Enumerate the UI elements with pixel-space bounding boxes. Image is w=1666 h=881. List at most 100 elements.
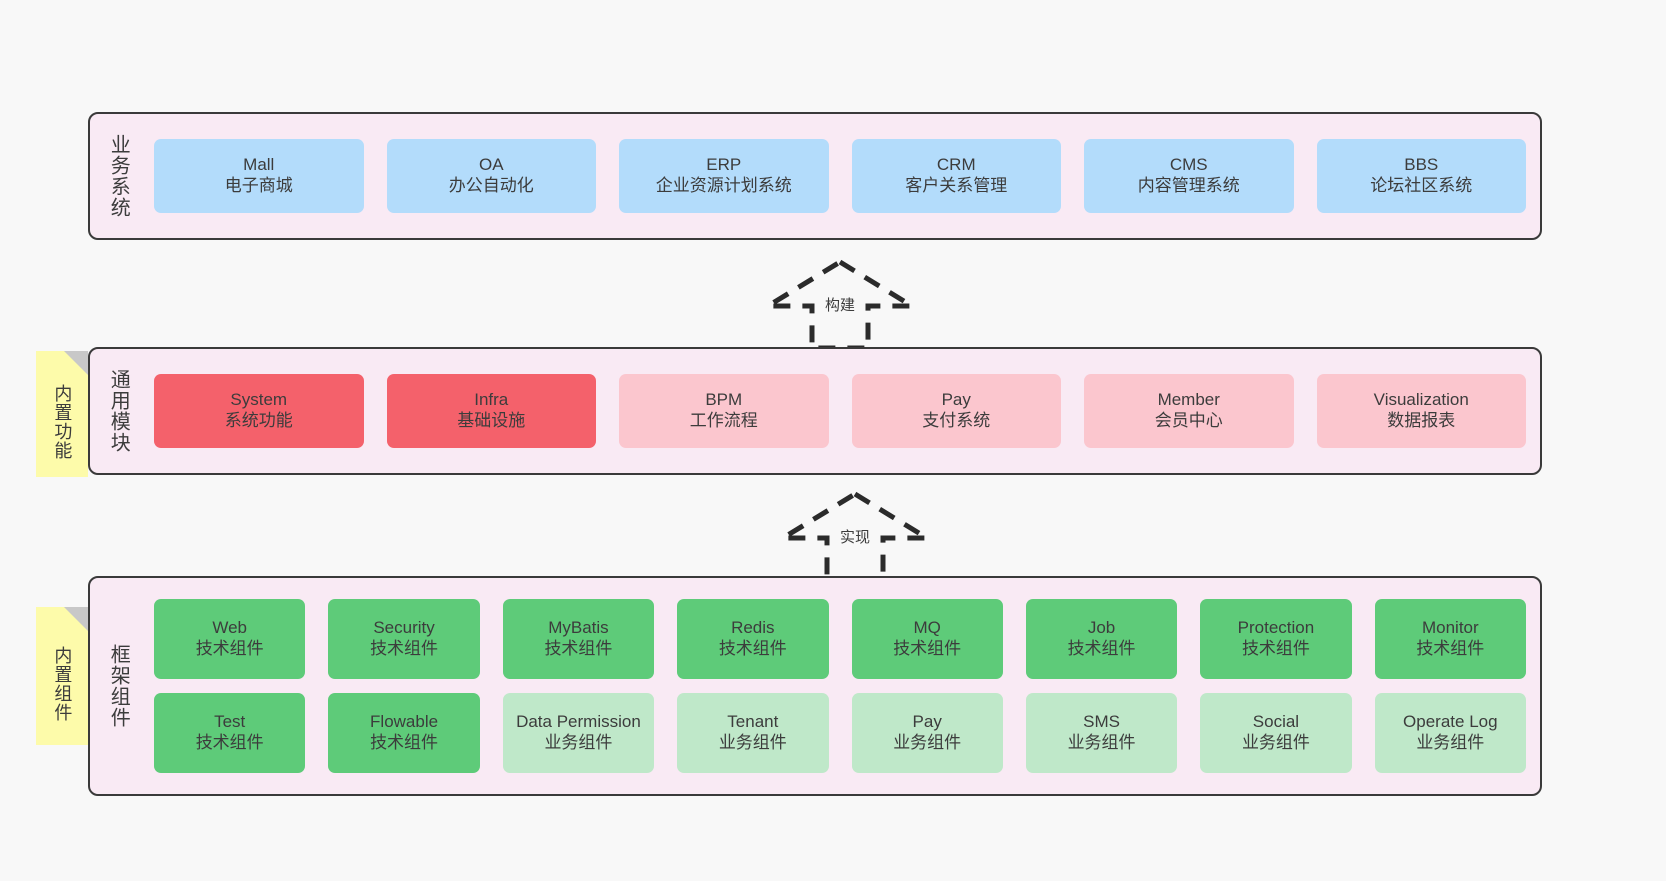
card-security-cn: 技术组件 (370, 639, 439, 658)
card-member-cn: 会员中心 (1154, 411, 1223, 430)
card-sms-en: SMS (1083, 712, 1120, 732)
card-visualization[interactable]: Visualization 数据报表 (1316, 374, 1526, 448)
card-pay-component-en: Pay (912, 712, 942, 732)
card-erp[interactable]: ERP 企业资源计划系统 (619, 139, 829, 213)
card-monitor[interactable]: Monitor 技术组件 (1374, 599, 1526, 679)
arrow-build-shape (759, 259, 921, 351)
card-redis-cn: 技术组件 (718, 639, 787, 658)
card-bbs[interactable]: BBS 论坛社区系统 (1316, 139, 1526, 213)
card-job-cn: 技术组件 (1067, 639, 1136, 658)
card-mybatis[interactable]: MyBatis 技术组件 (502, 599, 655, 679)
card-mq-en: MQ (913, 618, 941, 638)
card-crm-cn: 客户关系管理 (905, 176, 1008, 195)
layer-framework-component: 框架组件 Web 技术组件 Security 技术组件 MyBatis 技术组件… (88, 576, 1542, 796)
card-mall-cn: 电子商城 (224, 176, 293, 195)
card-pay-module-en: Pay (941, 390, 971, 410)
card-bpm[interactable]: BPM 工作流程 (619, 374, 829, 448)
sticky-note-builtin-components: 内置组件 (36, 607, 88, 745)
card-infra[interactable]: Infra 基础设施 (386, 374, 596, 448)
card-pay-module-cn: 支付系统 (922, 411, 991, 430)
card-mall[interactable]: Mall 电子商城 (154, 139, 364, 213)
card-sms-cn: 业务组件 (1067, 733, 1136, 752)
card-system-cn: 系统功能 (224, 411, 293, 430)
card-cms-en: CMS (1169, 155, 1208, 175)
framework-card-row-2: Test 技术组件 Flowable 技术组件 Data Permission … (154, 693, 1526, 773)
layer-body-business: Mall 电子商城 OA 办公自动化 ERP 企业资源计划系统 CRM 客户关系… (140, 114, 1540, 238)
card-security-en: Security (373, 618, 435, 638)
layer-body-framework: Web 技术组件 Security 技术组件 MyBatis 技术组件 Redi… (140, 578, 1540, 794)
card-job-en: Job (1087, 618, 1116, 638)
card-tenant[interactable]: Tenant 业务组件 (677, 693, 829, 773)
card-flowable-en: Flowable (370, 712, 439, 732)
card-mall-en: Mall (243, 155, 275, 175)
card-security[interactable]: Security 技术组件 (328, 599, 480, 679)
card-monitor-cn: 技术组件 (1416, 639, 1485, 658)
card-test[interactable]: Test 技术组件 (154, 693, 306, 773)
card-erp-cn: 企业资源计划系统 (655, 176, 792, 195)
card-web[interactable]: Web 技术组件 (154, 599, 306, 679)
card-oa-cn: 办公自动化 (448, 176, 534, 195)
card-test-en: Test (214, 712, 246, 732)
card-system[interactable]: System 系统功能 (154, 374, 364, 448)
card-data-permission[interactable]: Data Permission 业务组件 (502, 693, 655, 773)
card-flowable-cn: 技术组件 (370, 733, 439, 752)
card-bpm-en: BPM (705, 390, 743, 410)
card-bpm-cn: 工作流程 (689, 411, 758, 430)
card-protection-cn: 技术组件 (1241, 639, 1310, 658)
sticky-label-builtin-components: 内置组件 (52, 646, 73, 722)
card-system-en: System (230, 390, 288, 410)
card-pay-module[interactable]: Pay 支付系统 (851, 374, 1061, 448)
card-mybatis-cn: 技术组件 (544, 639, 613, 658)
card-mq-cn: 技术组件 (893, 639, 962, 658)
layer-title-framework: 框架组件 (107, 644, 130, 728)
card-oa-en: OA (478, 155, 504, 175)
card-tenant-cn: 业务组件 (718, 733, 787, 752)
card-pay-component-cn: 业务组件 (893, 733, 962, 752)
card-job[interactable]: Job 技术组件 (1025, 599, 1178, 679)
card-social[interactable]: Social 业务组件 (1200, 693, 1352, 773)
sticky-fold-icon (64, 607, 88, 631)
card-mq[interactable]: MQ 技术组件 (851, 599, 1003, 679)
card-crm[interactable]: CRM 客户关系管理 (851, 139, 1061, 213)
card-operate-log-cn: 业务组件 (1416, 733, 1485, 752)
card-data-permission-cn: 业务组件 (544, 733, 613, 752)
card-sms[interactable]: SMS 业务组件 (1025, 693, 1178, 773)
card-infra-en: Infra (474, 390, 509, 410)
layer-title-common: 通用模块 (107, 369, 130, 453)
card-test-cn: 技术组件 (195, 733, 264, 752)
arrow-implement-shape (774, 491, 936, 583)
card-operate-log[interactable]: Operate Log 业务组件 (1374, 693, 1526, 773)
card-web-en: Web (212, 618, 248, 638)
card-monitor-en: Monitor (1421, 618, 1479, 638)
card-redis-en: Redis (731, 618, 775, 638)
card-visualization-en: Visualization (1373, 390, 1469, 410)
arrow-implement-label: 实现 (839, 529, 871, 546)
card-redis[interactable]: Redis 技术组件 (677, 599, 829, 679)
business-card-row: Mall 电子商城 OA 办公自动化 ERP 企业资源计划系统 CRM 客户关系… (154, 139, 1526, 213)
layer-title-business: 业务系统 (107, 134, 130, 218)
arrow-build: 构建 (759, 258, 921, 351)
card-flowable[interactable]: Flowable 技术组件 (328, 693, 480, 773)
framework-card-row-1: Web 技术组件 Security 技术组件 MyBatis 技术组件 Redi… (154, 599, 1526, 679)
card-bbs-cn: 论坛社区系统 (1370, 176, 1473, 195)
card-tenant-en: Tenant (727, 712, 779, 732)
layer-body-common: System 系统功能 Infra 基础设施 BPM 工作流程 Pay 支付系统… (140, 349, 1540, 473)
layer-common-module: 通用模块 System 系统功能 Infra 基础设施 BPM 工作流程 Pay (88, 347, 1542, 475)
card-crm-en: CRM (936, 155, 976, 175)
card-member[interactable]: Member 会员中心 (1084, 374, 1294, 448)
card-social-cn: 业务组件 (1241, 733, 1310, 752)
card-visualization-cn: 数据报表 (1387, 411, 1456, 430)
card-mybatis-en: MyBatis (548, 618, 609, 638)
sticky-note-builtin-functions: 内置功能 (36, 351, 88, 477)
card-oa[interactable]: OA 办公自动化 (386, 139, 596, 213)
card-cms[interactable]: CMS 内容管理系统 (1084, 139, 1294, 213)
card-pay-component[interactable]: Pay 业务组件 (851, 693, 1003, 773)
card-protection[interactable]: Protection 技术组件 (1200, 599, 1352, 679)
card-member-en: Member (1157, 390, 1220, 410)
card-social-en: Social (1252, 712, 1300, 732)
card-erp-en: ERP (706, 155, 742, 175)
card-operate-log-en: Operate Log (1403, 712, 1498, 732)
card-protection-en: Protection (1237, 618, 1315, 638)
common-card-row: System 系统功能 Infra 基础设施 BPM 工作流程 Pay 支付系统… (154, 374, 1526, 448)
